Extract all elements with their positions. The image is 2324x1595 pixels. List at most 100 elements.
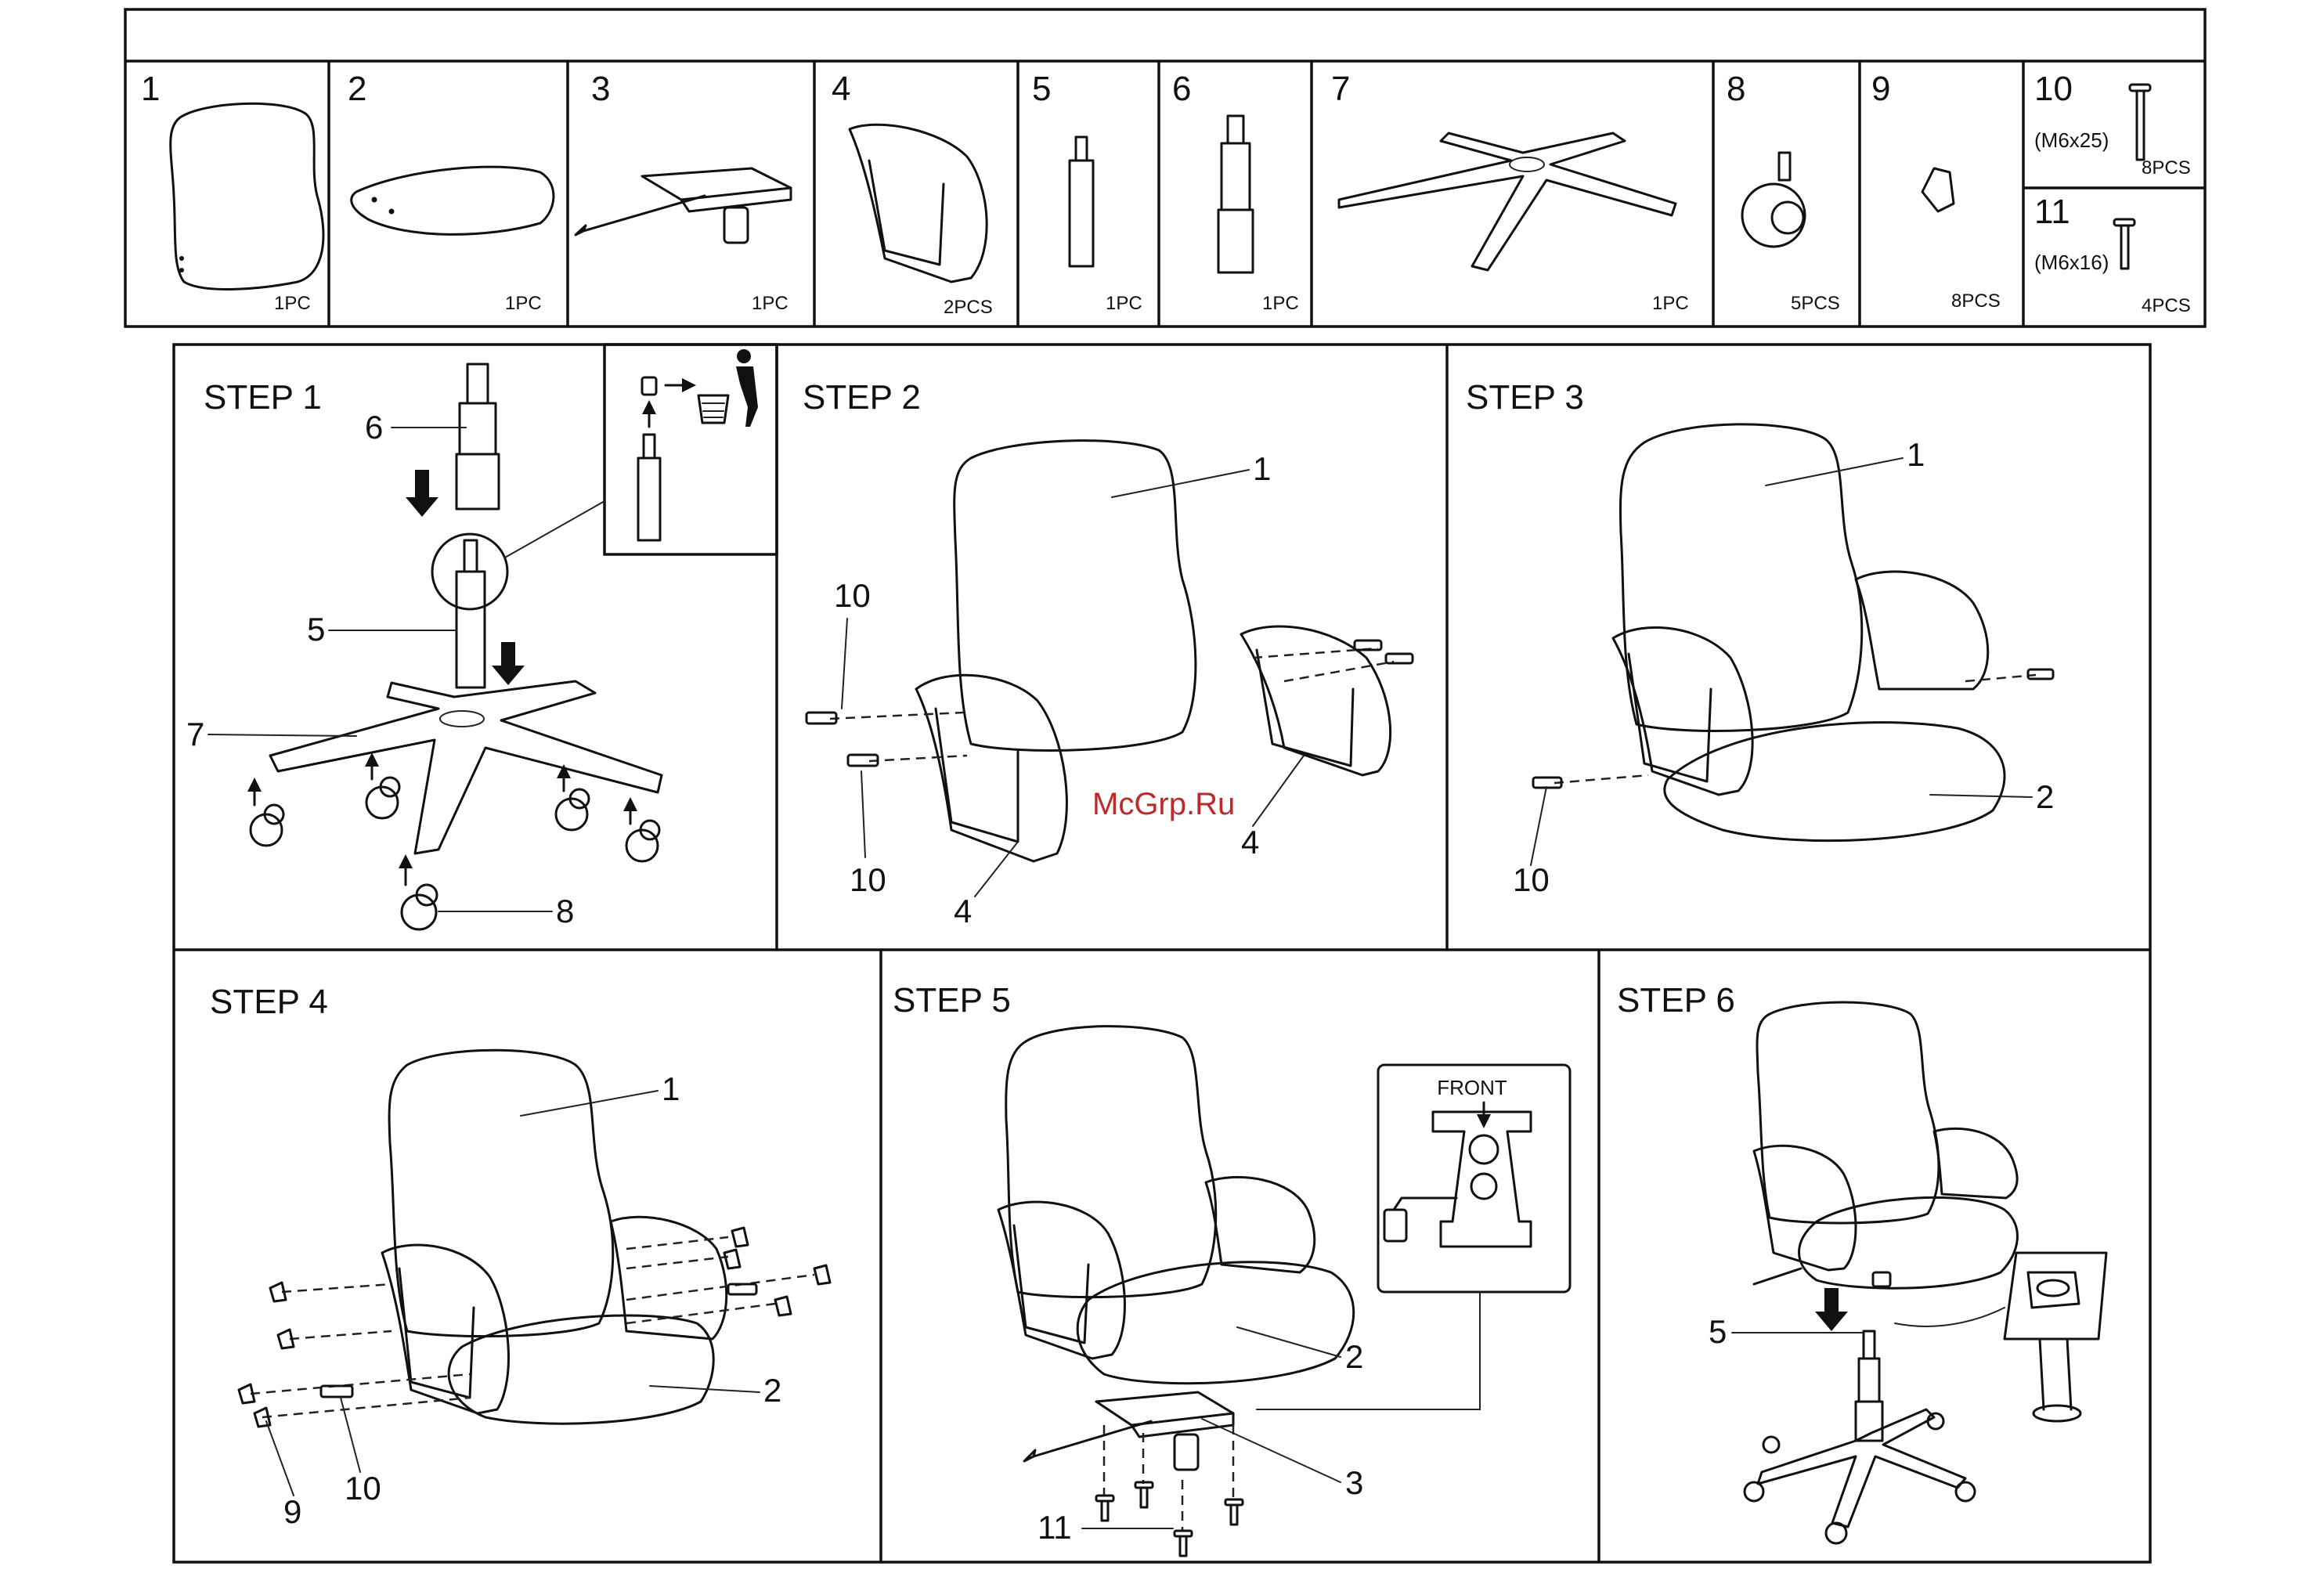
gas-lift-drawing [1856,1331,1882,1441]
part-qty: 1PC [1106,293,1142,314]
armrest-left-drawing [1754,1146,1856,1270]
armrest-right-drawing [1934,1128,2017,1198]
part-number: 9 [1871,70,1890,108]
trash-bin-icon [698,349,758,427]
part-qty: 1PC [752,293,788,314]
part-qty: 8PCS [1951,290,2001,312]
mechanism-drawing [1024,1392,1233,1470]
step-title: STEP 2 [803,378,921,417]
callout-label: 1 [1253,450,1271,487]
part-cell-11: 11 (M6x16) 4PCS [2034,193,2191,316]
part-cell-4: 4 2PCS [832,70,993,318]
base-part-drawing [1339,133,1676,270]
part-cell-6: 6 1PC [1172,70,1299,314]
callout-label: 5 [307,611,325,648]
part-spec: (M6x16) [2034,251,2109,274]
part-number: 10 [2034,70,2073,108]
gas-lift-part-drawing [1218,116,1253,272]
part-cell-5: 5 1PC [1032,70,1142,314]
callout-label: 4 [1241,824,1259,861]
part-cell-2: 2 1PC [348,70,554,314]
step-1-panel: STEP 1 6 5 7 [186,345,777,929]
armrest-right-drawing [1856,572,1988,689]
step-title: STEP 5 [893,981,1011,1019]
part-cell-1: 1 1PC [141,70,323,314]
caster-part-drawing [1742,153,1805,247]
part-qty: 1PC [1652,293,1689,314]
part-qty: 8PCS [2142,157,2191,179]
seat-drawing [1077,1262,1354,1384]
part-cell-8: 8 5PCS [1727,70,1840,314]
base-drawing [1758,1409,1965,1527]
callout-label: 1 [1907,436,1925,473]
callout-label: 3 [1345,1464,1363,1501]
step-title: STEP 4 [210,983,328,1021]
backrest-drawing [389,1050,613,1336]
callout-label: 8 [556,893,574,929]
screw-m6x16-drawing [2114,219,2135,269]
down-arrow-icon [406,470,438,517]
parts-table-frame [125,9,2205,327]
down-arrow-icon [492,642,525,685]
step-6-panel: STEP 6 5 [1617,981,2106,1543]
step-title: STEP 1 [204,378,322,417]
backrest-drawing [1757,1002,1939,1223]
screw-m6x25-drawing [2130,85,2150,160]
cap-part-drawing [1922,168,1954,211]
callout-label: 2 [763,1372,781,1409]
callout-label: 6 [365,409,383,446]
part-number: 7 [1331,70,1350,108]
callout-label: 1 [662,1070,680,1107]
armrest-left-drawing [998,1202,1124,1359]
up-arrow-icon [254,760,630,885]
callout-label: 9 [283,1493,301,1530]
down-arrow-icon [1815,1288,1848,1331]
callout-label: 10 [850,861,886,898]
part-number: 1 [141,70,160,108]
base-drawing [270,681,662,853]
part-qty: 5PCS [1791,293,1840,314]
part-qty: 1PC [274,293,311,314]
callout-label: 10 [1513,861,1550,898]
armrest-part-drawing [850,124,987,282]
seat-part-drawing [352,167,554,234]
inset-label: FRONT [1437,1076,1507,1099]
part-cell-9: 9 8PCS [1871,70,2001,312]
parts-table: 1 1PC 2 1PC 3 1PC 4 [125,9,2205,327]
part-cell-3: 3 1PC [576,70,791,314]
backrest-drawing [1006,1027,1216,1297]
callout-label: 2 [2036,778,2054,815]
step-4-panel: STEP 4 1 2 9 10 [210,983,830,1530]
watermark: McGrp.Ru [1092,787,1235,821]
part-qty: 2PCS [944,297,993,318]
callout-label: 7 [186,716,204,752]
part-number: 11 [2034,193,2070,231]
screw-drawing [1096,1482,1243,1556]
part-number: 4 [832,70,850,108]
part-number: 3 [591,70,610,108]
callout-label: 4 [954,893,972,929]
seat-drawing [1665,723,2005,841]
callout-label: 11 [1038,1509,1072,1546]
part-spec: (M6x25) [2034,128,2109,152]
armrest-right-drawing [1206,1177,1315,1272]
part-number: 8 [1727,70,1745,108]
part-cell-7: 7 1PC [1331,70,1689,314]
step-2-panel: STEP 2 1 10 10 4 4 McGrp.Ru [803,378,1413,929]
part-number: 6 [1172,70,1191,108]
step-title: STEP 3 [1466,378,1584,417]
step-5-panel: STEP 5 FRONT 2 [893,981,1570,1556]
armrest-right-drawing [611,1217,727,1339]
part-qty: 1PC [1262,293,1299,314]
seat-drawing [1799,1197,2018,1288]
part-qty: 4PCS [2142,295,2191,316]
backrest-part-drawing [171,103,323,289]
callout-label: 2 [1345,1338,1363,1375]
backrest-drawing [1620,424,1861,731]
caster-drawing [251,778,659,929]
part-qty: 1PC [505,293,542,314]
armrest-left-drawing [382,1245,508,1413]
mechanism-part-drawing [576,168,791,243]
seat-drawing [449,1315,713,1424]
